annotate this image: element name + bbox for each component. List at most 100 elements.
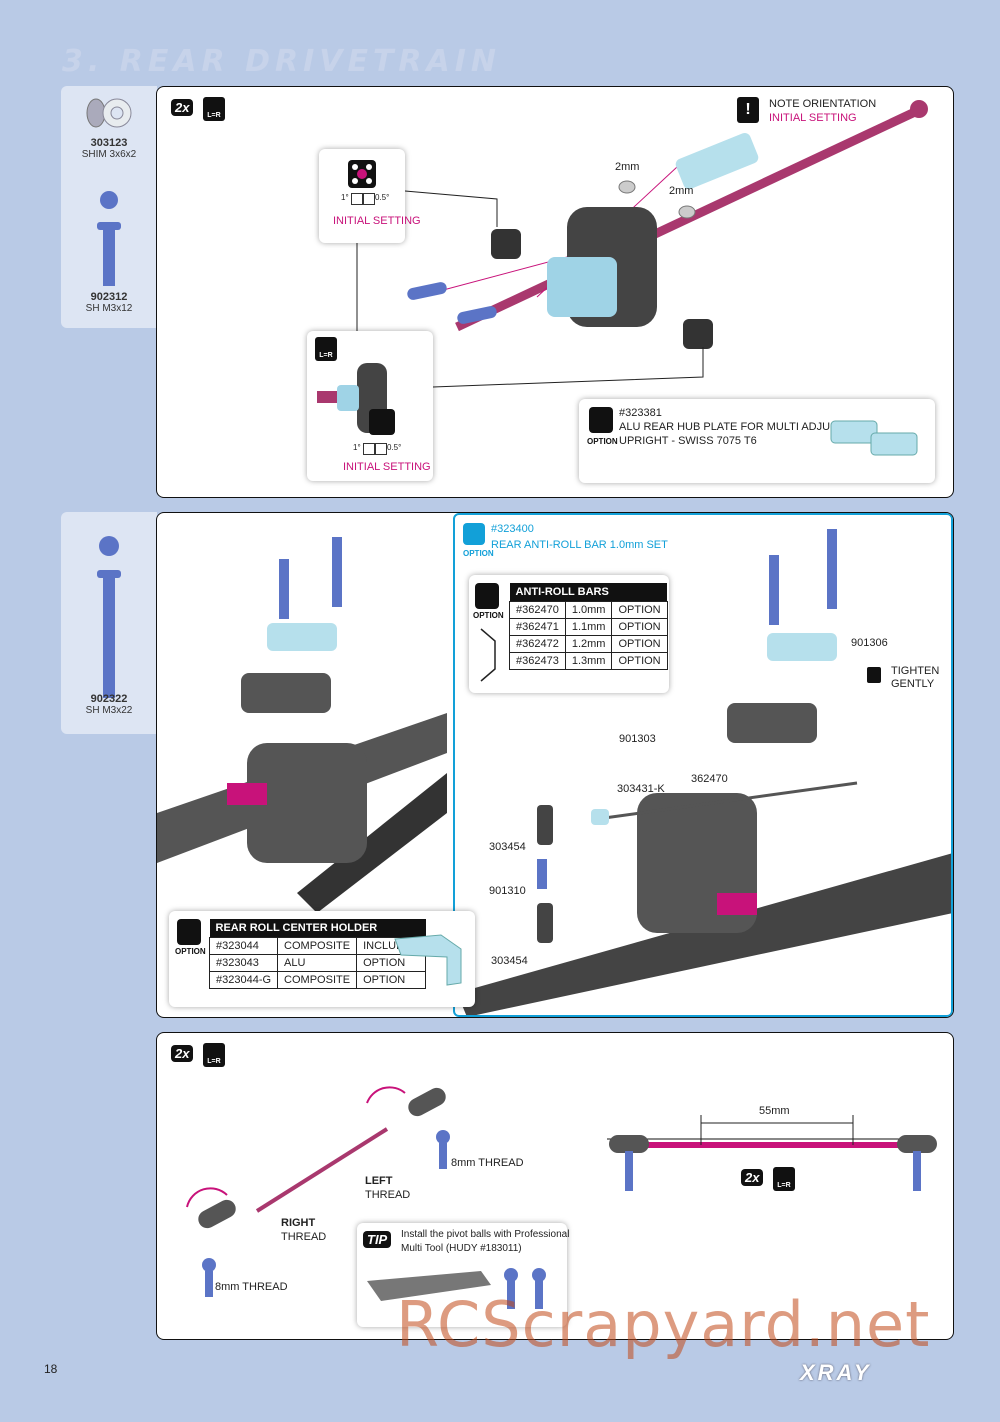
cell: 1.1mm (564, 618, 613, 636)
set-code: #323400 (491, 523, 534, 535)
label-303454: 303454 (491, 955, 528, 967)
cell: #323044 (208, 937, 279, 955)
thumbs-up-icon (475, 583, 499, 609)
table-header: REAR ROLL CENTER HOLDER (209, 919, 426, 938)
option-hub-plate: OPTION #323381 ALU REAR HUB PLATE FOR MU… (579, 399, 935, 483)
cell: OPTION (611, 601, 668, 619)
lr-icon: L=R (773, 1167, 795, 1191)
label-901310: 901310 (489, 885, 526, 897)
label-tighten: TIGHTEN (891, 665, 940, 677)
step3-illustration (186, 1086, 937, 1297)
cell: 1.3mm (564, 652, 613, 670)
tip-tag: TIP (363, 1231, 392, 1248)
label-8mm-thread: 8mm THREAD (215, 1281, 288, 1293)
angle-box (375, 443, 387, 455)
roll-center-holder-icon (394, 934, 462, 986)
page-number: 18 (44, 1362, 58, 1376)
angle-right: 0.5° (375, 193, 390, 202)
option-tag: OPTION (175, 947, 206, 956)
option-tag: OPTION (463, 549, 494, 558)
table-header: ANTI-ROLL BARS (509, 583, 668, 602)
cell: #362470 (509, 601, 566, 619)
dim-2mm-a: 2mm (615, 161, 640, 173)
watermark: RCScrapyard.net (396, 1288, 931, 1361)
label-8mm-thread: 8mm THREAD (451, 1157, 524, 1169)
brand-logo: XRAY (800, 1360, 872, 1385)
step1-illustration (356, 100, 928, 388)
label-901303: 901303 (619, 733, 656, 745)
multi-tool-icon (367, 1268, 546, 1309)
warning-icon: ! (737, 97, 759, 123)
label-right-thread: THREAD (281, 1231, 327, 1243)
long-screw-icon (97, 536, 121, 698)
tip-line1: Install the pivot balls with Professiona… (401, 1229, 570, 1240)
anti-roll-bar-icon (480, 628, 496, 682)
cell: ALU (277, 954, 358, 972)
shim-icon (86, 98, 132, 128)
thumbs-up-icon (177, 919, 201, 945)
angle-left: 1° (353, 443, 361, 452)
cell: OPTION (611, 618, 668, 636)
part-303123: 303123 SHIM 3x6x2 (81, 137, 137, 161)
set-name: REAR ANTI-ROLL BAR 1.0mm SET (491, 539, 668, 551)
tool-icon (867, 667, 881, 683)
qty-badge: 2x (171, 1045, 194, 1062)
part-902312: 902312 SH M3x12 (85, 291, 133, 315)
qty-badge: 2x (171, 99, 194, 116)
parts-tab-1: 303123 SHIM 3x6x2 902312 SH M3x12 (61, 86, 157, 328)
option-line2: UPRIGHT - SWISS 7075 T6 (619, 435, 757, 447)
hole-pattern-icon (348, 160, 376, 188)
lr-icon: L=R (315, 337, 337, 361)
cell: OPTION (611, 635, 668, 653)
label-362470: 362470 (691, 773, 728, 785)
note-initial-setting: INITIAL SETTING (769, 112, 857, 124)
cell: 1.2mm (564, 635, 613, 653)
label-right: RIGHT (281, 1217, 316, 1229)
hub-plate-icon (830, 420, 918, 456)
cell: OPTION (356, 954, 427, 972)
cell: COMPOSITE (277, 971, 358, 989)
step2-panel: OPTION #323400 REAR ANTI-ROLL BAR 1.0mm … (156, 512, 954, 1018)
option-line1: ALU REAR HUB PLATE FOR MULTI ADJUSTABLE (619, 421, 872, 433)
label-901306: 901306 (851, 637, 888, 649)
cell: COMPOSITE (277, 937, 358, 955)
note-orientation: NOTE ORIENTATION (769, 98, 877, 110)
angle-box (351, 193, 363, 205)
option-tag: OPTION (473, 611, 504, 620)
thumbs-up-icon (589, 407, 613, 433)
label-gently: GENTLY (891, 678, 935, 690)
cell: 1.0mm (564, 601, 613, 619)
callout-bottom: L=R 1° 0.5° INITIAL SETTING (307, 331, 433, 481)
page-title: 3. REAR DRIVETRAIN (62, 44, 501, 79)
thumbs-up-icon (463, 523, 485, 545)
angle-right: 0.5° (387, 443, 402, 452)
initial-setting-label: INITIAL SETTING (333, 215, 421, 227)
angle-box (363, 443, 375, 455)
label-left: LEFT (365, 1175, 393, 1187)
cell: #323044-G (208, 971, 279, 989)
label-303454: 303454 (489, 841, 526, 853)
cell: #362473 (509, 652, 566, 670)
label-left-thread: THREAD (365, 1189, 411, 1201)
lr-icon: L=R (203, 1043, 225, 1067)
angle-box (363, 193, 375, 205)
lr-icon: L=R (203, 97, 225, 121)
screw-icon (97, 191, 121, 286)
cell: OPTION (356, 971, 427, 989)
upright-icon (317, 363, 395, 435)
cell: #362472 (509, 635, 566, 653)
tip-line2: Multi Tool (HUDY #183011) (401, 1243, 522, 1254)
label-length: 55mm (759, 1105, 790, 1117)
tip-card: TIP Install the pivot balls with Profess… (357, 1223, 570, 1327)
option-tag: OPTION (587, 437, 618, 446)
initial-setting-label: INITIAL SETTING (343, 461, 431, 473)
label-303431-k: 303431-K (617, 783, 665, 795)
